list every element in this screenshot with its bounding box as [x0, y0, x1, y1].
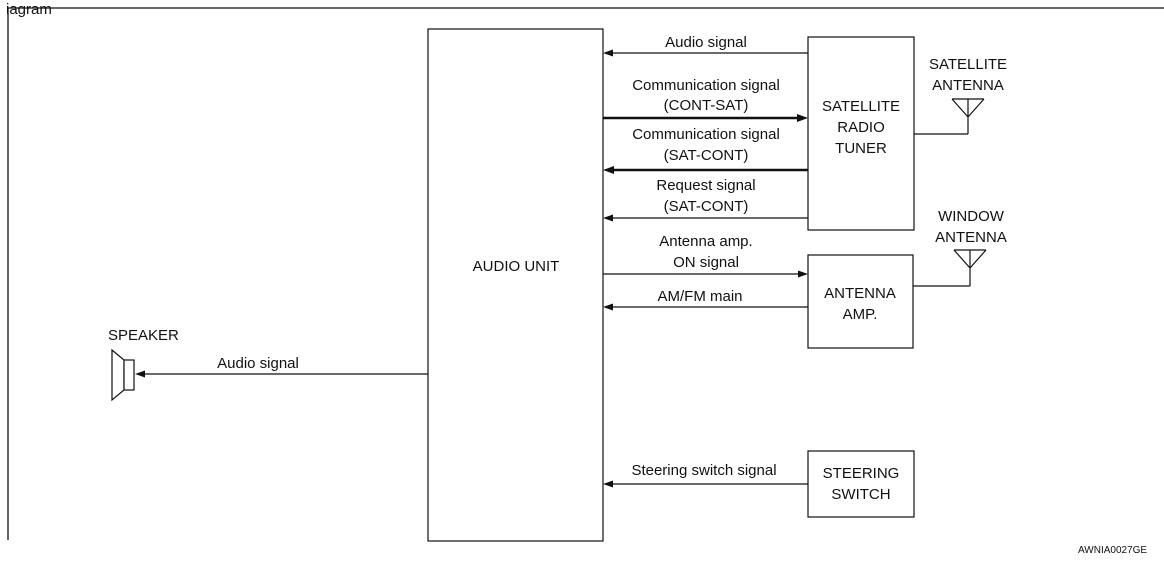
- window-antenna-label-line2: ANTENNA: [935, 229, 1007, 246]
- steering-switch-signal-arrowhead: [603, 480, 613, 488]
- steering-switch-block: [807, 450, 915, 518]
- diagram-frame: [7, 7, 1164, 540]
- satellite-antenna-label-line2: ANTENNA: [932, 77, 1004, 94]
- window-antenna-icon: [913, 249, 987, 287]
- audio-unit-label: AUDIO UNIT: [473, 258, 560, 275]
- speaker-icon: [111, 348, 135, 402]
- steering-switch-label-line1: STEERING: [823, 465, 900, 482]
- am-fm-main-label: AM/FM main: [657, 288, 742, 305]
- request-signal-label-line1: Request signal: [656, 177, 755, 194]
- comm-cont-sat-arrowhead: [797, 114, 808, 122]
- satellite-tuner-label-line3: TUNER: [835, 140, 887, 157]
- header-partial-text: iagram: [6, 1, 52, 18]
- satellite-radio-tuner-block: [807, 36, 915, 231]
- comm-sat-cont-label-line2: (SAT-CONT): [664, 147, 749, 164]
- satellite-antenna-label-line1: SATELLITE: [929, 56, 1007, 73]
- satellite-tuner-label-line2: RADIO: [837, 119, 885, 136]
- audio-signal-speaker-label: Audio signal: [217, 355, 299, 372]
- antenna-amp-on-arrowhead: [798, 270, 808, 278]
- steering-switch-signal-label: Steering switch signal: [631, 462, 776, 479]
- steering-switch-label-line2: SWITCH: [831, 486, 890, 503]
- satellite-antenna-icon: [914, 98, 985, 135]
- am-fm-main-arrowhead: [603, 303, 613, 311]
- audio-unit-block: [427, 28, 604, 542]
- window-antenna-label-line1: WINDOW: [938, 208, 1005, 225]
- figure-code: AWNIA0027GE: [1078, 545, 1147, 556]
- antenna-amp-label-line1: ANTENNA: [824, 285, 896, 302]
- antenna-amp-on-label-line1: Antenna amp.: [659, 233, 752, 250]
- antenna-amp-block: [807, 254, 914, 349]
- comm-cont-sat-label-line2: (CONT-SAT): [664, 97, 749, 114]
- antenna-amp-on-label-line2: ON signal: [673, 254, 739, 271]
- request-signal-label-line2: (SAT-CONT): [664, 198, 749, 215]
- speaker-label: SPEAKER: [108, 327, 179, 344]
- request-signal-arrowhead: [603, 214, 613, 222]
- satellite-tuner-label-line1: SATELLITE: [822, 98, 900, 115]
- audio-signal-tuner-label: Audio signal: [665, 34, 747, 51]
- comm-cont-sat-label-line1: Communication signal: [632, 77, 780, 94]
- comm-sat-cont-label-line1: Communication signal: [632, 126, 780, 143]
- audio-signal-speaker-arrowhead: [135, 370, 145, 378]
- antenna-amp-label-line2: AMP.: [843, 306, 878, 323]
- audio-signal-tuner-arrowhead: [603, 49, 613, 57]
- comm-sat-cont-arrowhead: [603, 166, 614, 174]
